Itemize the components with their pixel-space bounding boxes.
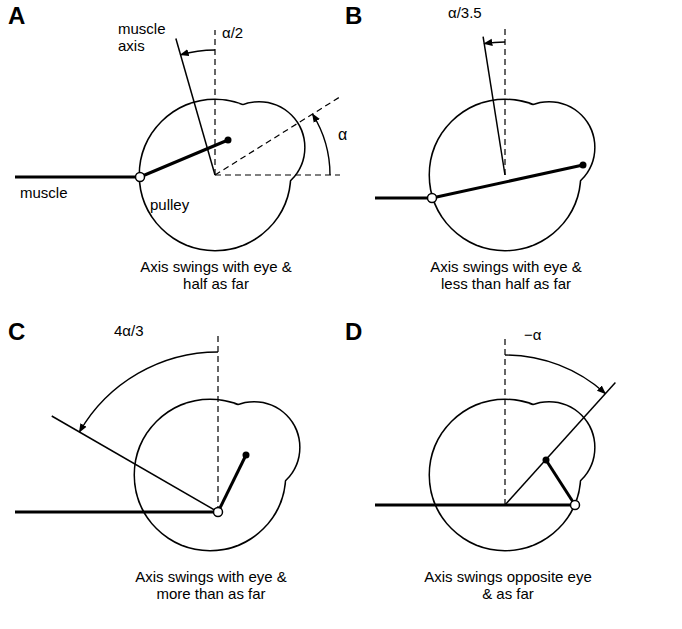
- part-label: pulley: [150, 196, 189, 213]
- eye-panel: [15, 335, 299, 550]
- eye-panel: [15, 30, 342, 250]
- muscle-path: [546, 460, 575, 505]
- reference-line: [504, 25, 505, 175]
- muscle-axis-line: [483, 37, 505, 175]
- panel-caption: Axis swings with eye & half as far: [140, 258, 292, 293]
- muscle-axis-line: [52, 416, 218, 512]
- pulley-ring: [136, 173, 145, 182]
- insertion-dot: [243, 452, 250, 459]
- part-label: muscle axis: [118, 20, 178, 55]
- gaze-line: [215, 96, 342, 175]
- pulley-ring: [571, 501, 580, 510]
- eye-outline: [504, 402, 594, 492]
- eye-outline: [209, 402, 299, 492]
- part-label: −α: [524, 326, 541, 343]
- reference-line: [214, 30, 215, 175]
- muscle-path: [218, 455, 246, 512]
- angle-arc: [181, 50, 215, 55]
- pulley-ring: [214, 508, 223, 517]
- panel-letter: D: [345, 318, 362, 346]
- muscle-line: [375, 504, 571, 507]
- insertion-dot: [225, 137, 232, 144]
- angle-arc: [484, 42, 505, 44]
- muscle-line: [15, 511, 214, 514]
- part-label: 4α/3: [114, 322, 144, 339]
- part-label: α/3.5: [448, 4, 482, 21]
- panel-caption: Axis swings opposite eye & as far: [418, 568, 598, 603]
- part-label: muscle: [20, 184, 68, 201]
- insertion-dot: [580, 162, 587, 169]
- eye-panel: [375, 25, 594, 250]
- angle-arc: [505, 355, 605, 394]
- insertion-dot: [543, 457, 550, 464]
- muscle-path: [140, 140, 228, 177]
- eye-fill: [209, 402, 299, 492]
- part-label: α: [338, 126, 347, 144]
- muscle-path: [432, 165, 583, 198]
- panel-letter: B: [345, 2, 362, 30]
- panel-letter: A: [8, 2, 25, 30]
- reference-line: [504, 335, 505, 505]
- part-label: α/2: [222, 24, 243, 41]
- muscle-axis-line: [505, 382, 615, 505]
- reference-line: [217, 335, 218, 512]
- panel-caption: Axis swings with eye & less than half as…: [430, 258, 582, 293]
- panel-caption: Axis swings with eye & more than as far: [135, 568, 287, 603]
- angle-arc: [313, 114, 330, 175]
- reference-line: [215, 174, 340, 175]
- muscle-line: [375, 197, 428, 200]
- panel-letter: C: [8, 318, 25, 346]
- pulley-ring: [428, 194, 437, 203]
- eye-panel: [375, 335, 615, 550]
- eye-fill: [504, 402, 594, 492]
- angle-arc: [79, 352, 218, 432]
- muscle-line: [15, 176, 136, 179]
